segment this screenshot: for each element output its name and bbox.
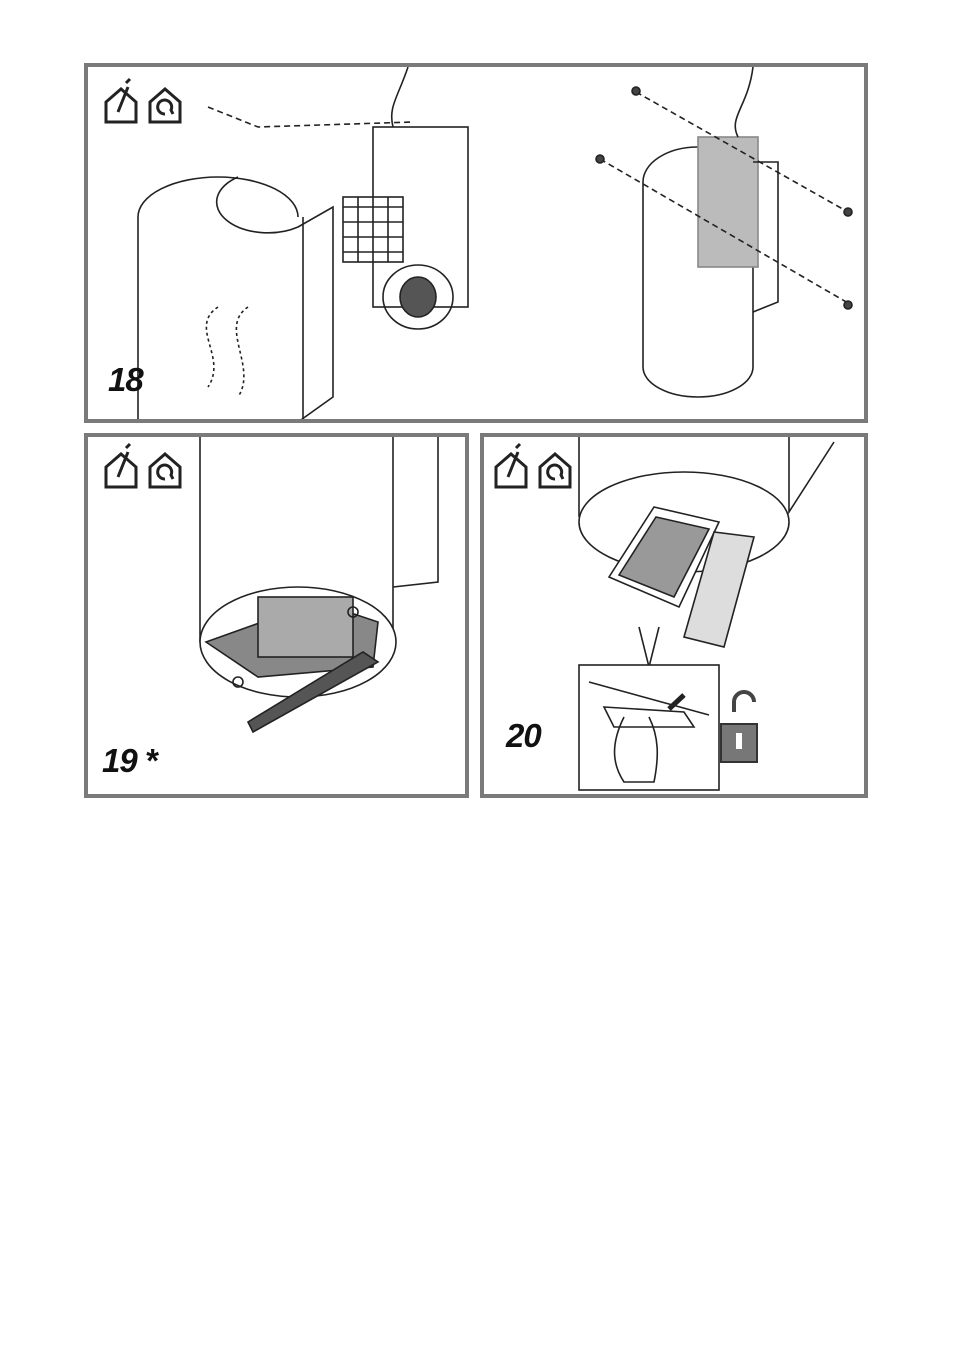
figure-number: 20 — [506, 717, 542, 754]
figure-18-panel: 18 — [84, 63, 868, 423]
ducted-mode-icon — [104, 77, 138, 124]
unlock-icon — [720, 690, 758, 763]
figure-20-panel: 20 — [480, 433, 868, 798]
figure-number: 19 * — [102, 742, 158, 779]
recirculation-mode-icon — [148, 452, 182, 489]
recirculation-mode-icon — [148, 87, 182, 124]
filter-unlock-illustration — [578, 437, 835, 791]
filter-removal-illustration — [199, 437, 439, 734]
hood-chimney-exploded-view — [137, 67, 469, 419]
figure-19-drawing — [104, 437, 439, 734]
figure-20-drawing — [494, 437, 835, 791]
figure-number: 18 — [108, 361, 144, 398]
ducted-mode-icon — [104, 442, 138, 489]
mode-icons — [104, 77, 182, 124]
figure-18-drawing — [104, 67, 853, 419]
ducted-mode-icon — [494, 442, 528, 489]
recirculation-mode-icon — [538, 452, 572, 489]
figure-19-panel: 19 * — [84, 433, 469, 798]
hood-chimney-assembled-view — [595, 67, 853, 398]
